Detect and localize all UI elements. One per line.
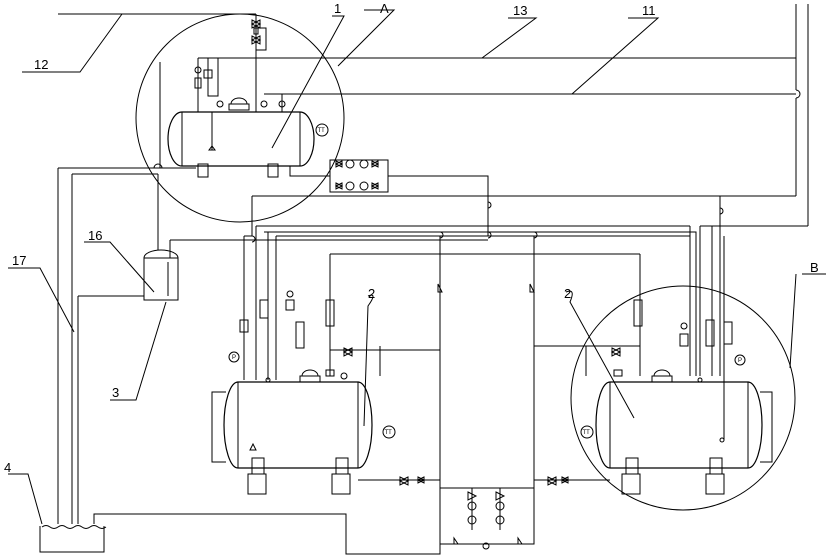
detail-circle-a: [135, 13, 345, 223]
label-12: 12: [34, 57, 48, 72]
right-tank-temp-label: TT: [583, 430, 591, 436]
left-tank-pressure-label: P: [232, 355, 236, 361]
label-2-left: 2: [368, 286, 375, 301]
label-4: 4: [4, 460, 11, 475]
detail-circle-b: [570, 285, 796, 511]
vessel-16: [143, 249, 179, 301]
top-tank-temp-gauge: [315, 123, 329, 137]
basin-4: [39, 525, 107, 553]
label-1: 1: [334, 1, 341, 16]
label-A: A: [380, 1, 389, 16]
label-3: 3: [112, 385, 119, 400]
label-16: 16: [88, 228, 102, 243]
left-tank: TT P: [211, 351, 396, 495]
left-tank-pressure-gauge: [228, 351, 240, 363]
right-tank-pressure-label: P: [738, 358, 742, 364]
top-tank-temp-label: TT: [318, 128, 326, 134]
crossover-marks: [153, 163, 724, 243]
left-tank-temp-label: TT: [385, 430, 393, 436]
top-tank: TT: [167, 97, 329, 178]
valve-symbols: [194, 19, 733, 550]
label-17: 17: [12, 253, 26, 268]
callout-labels: 1 A 13 11 12 16 17 3 4 2 2 B: [4, 1, 819, 475]
right-tank-pressure-gauge: [734, 354, 746, 366]
left-tank-temp-gauge: [382, 425, 396, 439]
leader-lines: [8, 9, 826, 525]
right-tank: TT P: [580, 354, 773, 495]
right-tank-temp-gauge: [580, 425, 594, 439]
label-13: 13: [513, 3, 527, 18]
label-B: B: [810, 260, 819, 275]
label-11: 11: [642, 3, 656, 18]
pipe-lines: [57, 4, 809, 555]
label-2-right: 2: [564, 286, 571, 301]
